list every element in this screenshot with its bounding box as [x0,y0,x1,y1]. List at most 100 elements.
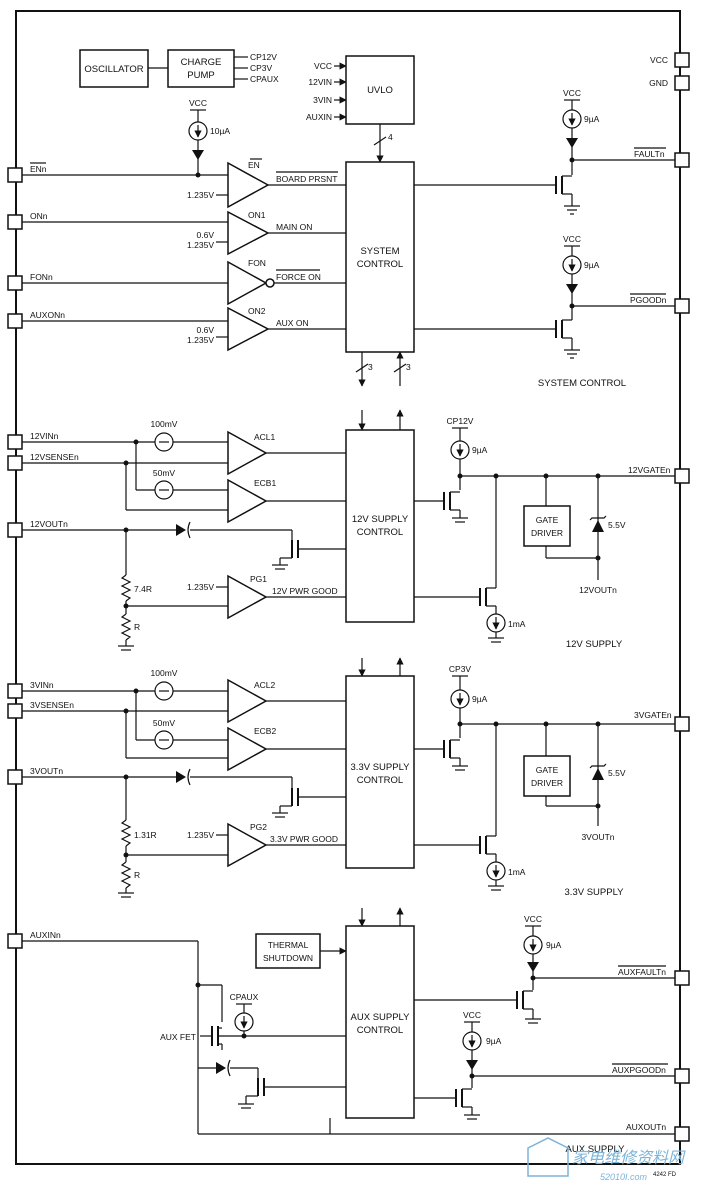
uvlo-bus-width: 4 [388,132,393,142]
system-control-block [345,161,415,353]
12v-gate-driver-label-2: DRIVER [531,528,563,538]
pg2-reference: 1.235V [187,830,214,840]
uvlo-input-auxin: AUXIN [306,112,332,122]
fon-buffer-label: FON [248,258,266,268]
pin-12vsense-label: 12VSENSEn [30,452,79,462]
uvlo-input-12vin: 12VIN [308,77,332,87]
thermal-label-2: SHUTDOWN [263,953,313,963]
pin-gnd-label: GND [649,78,668,88]
pin-auxpgood [674,1068,690,1084]
watermark-url: 52010I.com [600,1172,648,1182]
12v-cp-current: 9µA [472,445,488,455]
uvlo-label: UVLO [367,85,393,96]
pin-fon-label: FONn [30,272,53,282]
12v-gate-driver [523,505,571,547]
pin-3vgate [674,716,690,732]
current-10ua: 10µA [210,126,230,136]
pin-3vout-label: 3VOUTn [30,766,63,776]
aux-fet-label: AUX FET [160,1032,196,1042]
12v-50mv: 50mV [153,468,176,478]
pin-3vsense [7,703,23,719]
pin-3vin-label: 3VINn [30,680,54,690]
vcc-label-auxpgood: VCC [463,1010,481,1020]
pgood-current: 9µA [584,260,600,270]
pin-gnd [674,75,690,91]
3v-sink-current: 1mA [508,867,526,877]
system-control-label-1: SYSTEM [360,246,399,257]
auxpgood-label: AUXPGOODn [612,1065,666,1075]
cpaux-label: CPAUX [230,992,259,1002]
pin-auxfault [674,970,690,986]
pin-3vout [7,769,23,785]
pg2-label: PG2 [250,822,267,832]
thermal-label-1: THERMAL [268,940,309,950]
3v-supply-section-label: 3.3V SUPPLY [565,887,625,898]
on1-threshold-high: 1.235V [187,240,214,250]
pin-pgood [674,298,690,314]
on1-threshold-low: 0.6V [197,230,215,240]
fault-label: FAULTn [634,149,665,159]
acl2-comparator [227,678,268,724]
bus-label-out: 3 [368,362,373,372]
12v-supply-section-label: 12V SUPPLY [566,639,623,650]
on2-comparator-label: ON2 [248,306,266,316]
ecb1-label: ECB1 [254,478,276,488]
figure-code: 4242 FD [653,1172,677,1178]
pin-12vsense [7,455,23,471]
pgood-label: PGOODn [630,295,667,305]
pin-auxout [674,1126,690,1142]
acl1-label: ACL1 [254,432,276,442]
uvlo-input-3vin: 3VIN [313,95,332,105]
vcc-label-pgood: VCC [563,234,581,244]
3v-gate-driver [523,755,571,797]
aux-on-signal: AUX ON [276,318,309,328]
12v-supply-label-2: CONTROL [357,527,403,538]
pin-en [7,167,23,183]
12v-divider-top: 7.4R [134,584,152,594]
3v-pwr-good-signal: 3.3V PWR GOOD [270,834,338,844]
pin-fault [674,152,690,168]
oscillator-label: OSCILLATOR [84,64,143,75]
12v-gate-label: 12VGATEn [628,465,671,475]
system-control-label-2: CONTROL [357,259,403,270]
aux-supply-section-label: AUX SUPPLY [566,1144,626,1155]
en-threshold: 1.235V [187,190,214,200]
3v-gate-driver-label-1: GATE [536,765,559,775]
pg1-reference: 1.235V [187,582,214,592]
force-on-signal: FORCE ON [276,272,321,282]
cp12v-output: CP12V [250,52,277,62]
bus-label-in: 3 [406,362,411,372]
cp3v-output: CP3V [250,63,273,73]
pin-on [7,214,23,230]
pin-12vgate [674,468,690,484]
vcc-label-10ua: VCC [189,98,207,108]
on2-threshold-low: 0.6V [197,325,215,335]
acl2-label: ACL2 [254,680,276,690]
cp12v-label: CP12V [447,416,474,426]
aux-supply-label-1: AUX SUPPLY [351,1012,411,1023]
thermal-shutdown-block [255,933,321,969]
pg1-label: PG1 [250,574,267,584]
auxfault-current: 9µA [546,940,562,950]
left-pins: ENn ONn FONn AUXONn 12VINn 12VSENSEn 12V… [7,162,79,949]
on1-comparator [227,210,270,256]
3v-cp-current: 9µA [472,694,488,704]
12v-zener: 5.5V [608,520,626,530]
3v-divider-bottom: R [134,870,140,880]
3v-gate-label: 3VGATEn [634,710,672,720]
12v-100mv: 100mV [151,419,178,429]
acl1-comparator [227,430,268,476]
pin-12vin [7,434,23,450]
pin-3vsense-label: 3VSENSEn [30,700,74,710]
pin-12vout-label: 12VOUTn [30,519,68,529]
12v-out-ref: 12VOUTn [579,585,617,595]
3v-divider-top: 1.31R [134,830,157,840]
aux-supply-control-block [345,925,415,1119]
auxfault-label: AUXFAULTn [618,967,666,977]
pin-vcc [674,52,690,68]
cp3v-label: CP3V [449,664,472,674]
pin-auxon-label: AUXONn [30,310,65,320]
charge-pump-block [167,49,235,88]
3v-gate-driver-label-2: DRIVER [531,778,563,788]
